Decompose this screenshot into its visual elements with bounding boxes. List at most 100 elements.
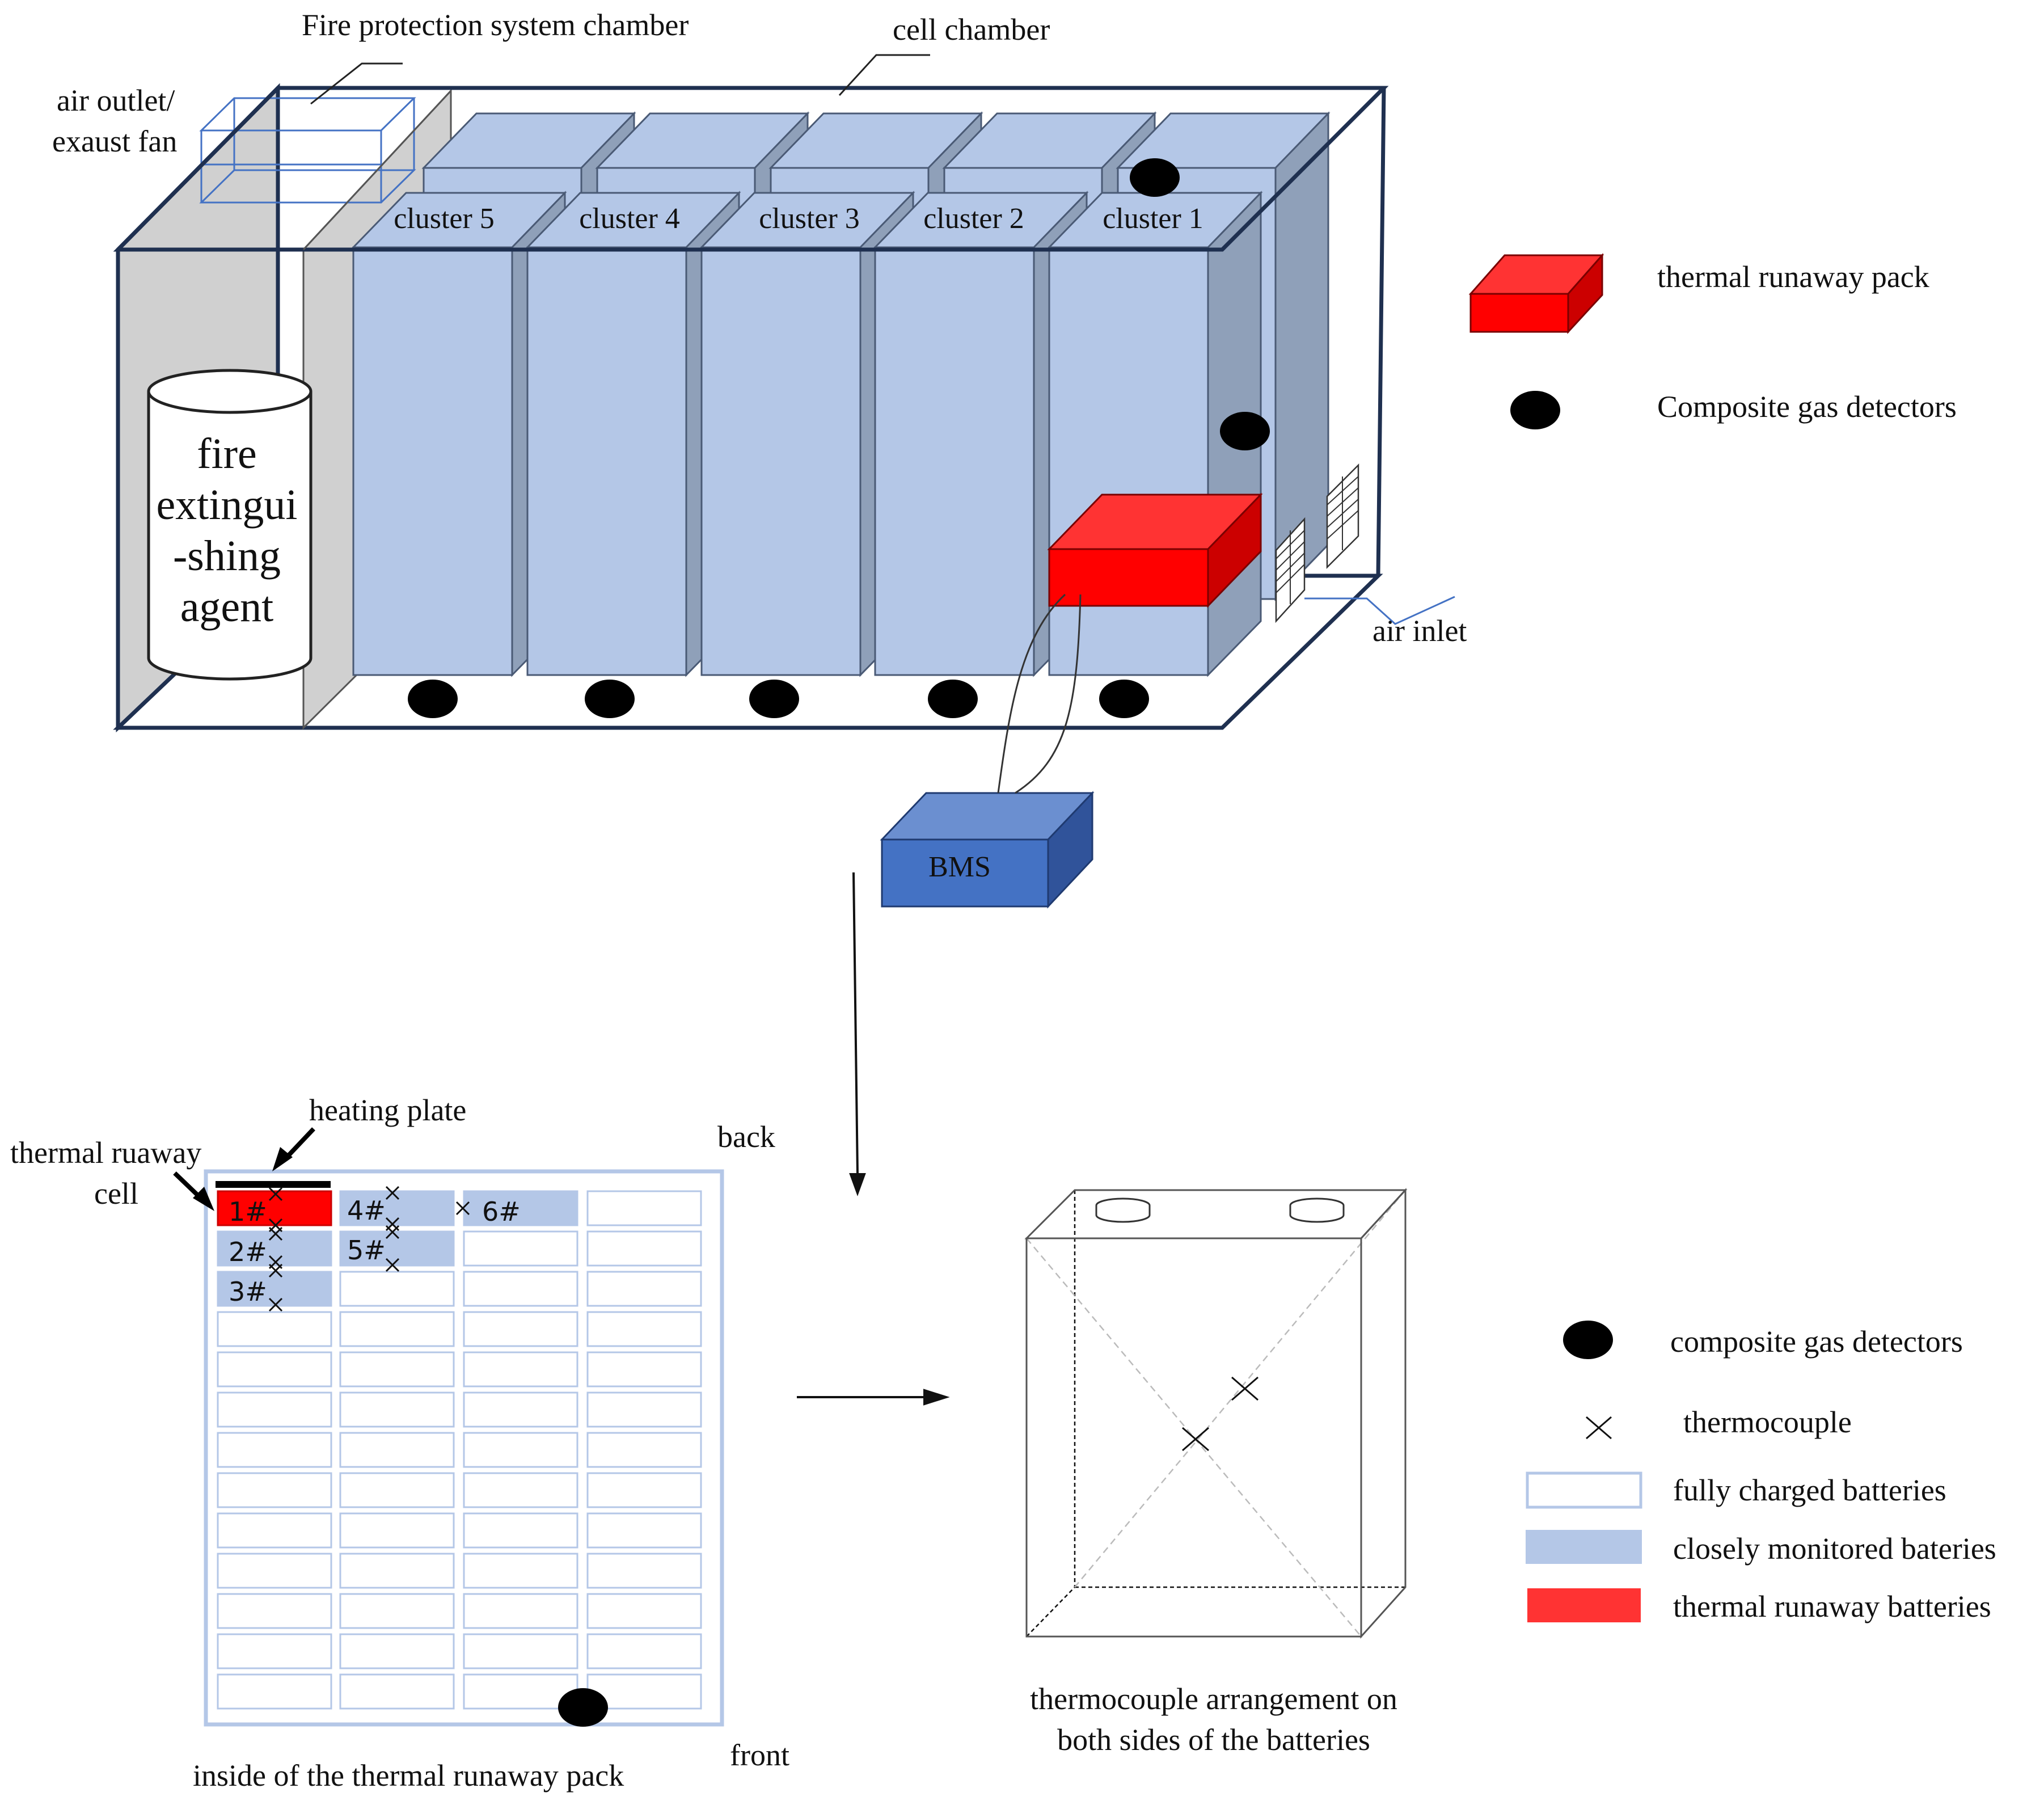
charged-cell bbox=[339, 1633, 455, 1669]
thermal-runaway-pack bbox=[1047, 492, 1263, 608]
agent-label-line4: agent bbox=[180, 583, 274, 631]
charged-cell bbox=[463, 1512, 578, 1549]
agent-label-line1: fire bbox=[197, 430, 256, 478]
charged-cell bbox=[463, 1311, 578, 1347]
cell-id: 6# bbox=[482, 1196, 521, 1227]
cluster-label: cluster 5 bbox=[394, 203, 495, 235]
bms-wire bbox=[997, 593, 1066, 794]
detector-icon bbox=[585, 680, 635, 718]
charged-cell bbox=[217, 1593, 332, 1629]
thermocouple-icon bbox=[268, 1297, 283, 1312]
thermocouple-icon bbox=[385, 1186, 400, 1200]
air-inlet-louvers bbox=[1275, 463, 1359, 623]
agent-label-line2: extingui bbox=[156, 481, 297, 529]
thermocouple-icon bbox=[1231, 1376, 1259, 1401]
legend-fully-label: fully charged batteries bbox=[1673, 1473, 1946, 1507]
thermocouple-icon bbox=[455, 1201, 470, 1216]
cell-id: 2# bbox=[229, 1237, 267, 1267]
charged-cell bbox=[217, 1432, 332, 1468]
pack-inside: 1# 2# 3# 4# 5# 6# bbox=[204, 1169, 724, 1727]
legend-pack-label: thermal runaway pack bbox=[1657, 260, 1929, 294]
thermocouple-icon bbox=[268, 1226, 283, 1241]
cluster-label: cluster 4 bbox=[579, 203, 680, 235]
detector-icon bbox=[1130, 158, 1180, 197]
detectors-container bbox=[408, 158, 1270, 718]
flow-arrows bbox=[797, 872, 950, 1406]
legend-runaway-label: thermal runaway batteries bbox=[1673, 1589, 1991, 1623]
cluster-label: cluster 1 bbox=[1103, 203, 1203, 235]
charged-cell bbox=[586, 1391, 702, 1428]
tr-cell-label-line2: cell bbox=[94, 1176, 138, 1211]
detector-icon bbox=[408, 680, 458, 718]
charged-cell bbox=[217, 1673, 332, 1710]
cluster-label: cluster 3 bbox=[759, 203, 860, 235]
battery-box bbox=[1024, 1188, 1408, 1639]
monitored-cell bbox=[463, 1190, 578, 1226]
cell-id: 4# bbox=[347, 1195, 386, 1226]
pack-caption: inside of the thermal runaway pack bbox=[193, 1758, 624, 1793]
thermocouple-marks bbox=[268, 1186, 470, 1312]
thermocouple-icon bbox=[385, 1225, 400, 1239]
charged-cell bbox=[217, 1512, 332, 1549]
charged-cell bbox=[217, 1553, 332, 1589]
legend-swatch-monitored bbox=[1526, 1530, 1642, 1564]
charged-cell bbox=[339, 1311, 455, 1347]
fire-chamber-leader bbox=[310, 62, 403, 105]
charged-cell bbox=[217, 1472, 332, 1508]
air-inlet-leader bbox=[1304, 596, 1455, 625]
tc-caption-line1: thermocouple arrangement on bbox=[1030, 1682, 1397, 1716]
charged-cell bbox=[586, 1472, 702, 1508]
air-inlet-label: air inlet bbox=[1372, 614, 1467, 648]
cell-id: 5# bbox=[347, 1235, 386, 1266]
bms-wire bbox=[1015, 594, 1082, 794]
charged-cell bbox=[463, 1593, 578, 1629]
charged-cell bbox=[586, 1633, 702, 1669]
air-outlet-label-line2: exaust fan bbox=[52, 124, 177, 158]
charged-cell bbox=[463, 1432, 578, 1468]
detector-icon bbox=[558, 1688, 608, 1727]
thermocouple-icon bbox=[268, 1187, 283, 1201]
charged-cell bbox=[586, 1553, 702, 1589]
container-frame bbox=[113, 86, 1389, 728]
detector-icon bbox=[749, 680, 799, 718]
cell-id: 3# bbox=[229, 1276, 267, 1307]
heating-plate-arrow bbox=[272, 1127, 315, 1171]
charged-cell bbox=[463, 1351, 578, 1388]
charged-cell bbox=[339, 1391, 455, 1428]
tc-caption-line2: both sides of the batteries bbox=[1057, 1723, 1370, 1757]
charged-cell bbox=[586, 1432, 702, 1468]
charged-cell bbox=[586, 1351, 702, 1388]
charged-cell bbox=[586, 1512, 702, 1549]
legend-bottom: composite gas detectors thermocouple ful… bbox=[1526, 1321, 1996, 1623]
detector-icon bbox=[1099, 680, 1149, 718]
legend-top: thermal runaway pack Composite gas detec… bbox=[1468, 253, 1957, 429]
charged-cell bbox=[463, 1673, 578, 1710]
charged-cell bbox=[339, 1432, 455, 1468]
charged-cell bbox=[339, 1351, 455, 1388]
legend-monitored-label: closely monitored bateries bbox=[1673, 1532, 1996, 1566]
charged-cell bbox=[339, 1593, 455, 1629]
thermocouple-icon bbox=[1586, 1416, 1612, 1440]
charged-cell bbox=[339, 1271, 455, 1307]
detector-icon bbox=[1510, 391, 1560, 429]
charged-cell bbox=[586, 1311, 702, 1347]
partition-top-edge bbox=[302, 90, 452, 251]
bms-box: BMS bbox=[880, 791, 1095, 909]
heating-plate-label: heating plate bbox=[309, 1093, 466, 1127]
charged-cell bbox=[463, 1553, 578, 1589]
charged-cell bbox=[217, 1311, 332, 1347]
air-outlet-label-line1: air outlet/ bbox=[57, 83, 175, 117]
charged-cell bbox=[217, 1391, 332, 1428]
legend-detector-label: Composite gas detectors bbox=[1657, 390, 1957, 424]
charged-cell bbox=[463, 1271, 578, 1307]
monitored-cell bbox=[217, 1271, 332, 1307]
legend-swatch-runaway bbox=[1527, 1588, 1641, 1622]
legend-swatch-fully bbox=[1526, 1471, 1642, 1509]
thermocouple-icon bbox=[385, 1258, 400, 1272]
legend-thermocouple-label: thermocouple bbox=[1683, 1405, 1852, 1439]
charged-cell bbox=[463, 1391, 578, 1428]
front-label: front bbox=[730, 1738, 789, 1772]
charged-cell bbox=[586, 1190, 702, 1226]
charged-cell bbox=[217, 1351, 332, 1388]
